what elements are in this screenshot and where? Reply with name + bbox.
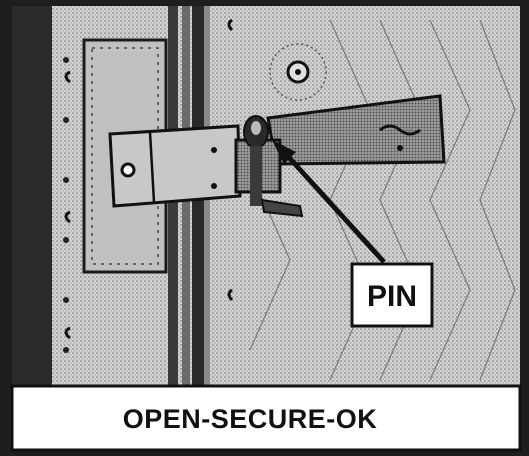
left-post bbox=[12, 6, 52, 386]
pin-label: PIN bbox=[367, 280, 417, 313]
pin-shaft bbox=[250, 146, 262, 206]
figure-caption: OPEN-SECURE-OK bbox=[123, 404, 378, 434]
